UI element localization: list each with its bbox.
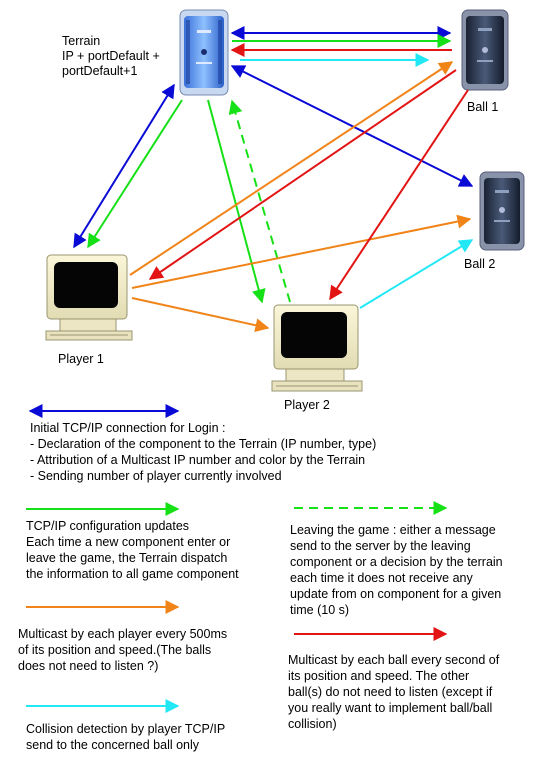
legend-ball-multicast-line: you really want to implement ball/ball [288,701,493,715]
terrain-tower-icon [179,9,229,96]
arrow-red-ball1-player1 [148,69,457,280]
arrow-red-ball1-player2 [329,89,469,301]
terrain-label: Terrain IP + portDefault + portDefault+1 [62,34,160,79]
player2-label: Player 2 [284,398,330,412]
ball2-label: Ball 2 [464,257,496,271]
legend-leaving-line: Leaving the game : either a message [290,523,496,537]
legend-config-line: leave the game, the Terrain dispatch [26,551,228,565]
ball1-tower-icon [461,9,509,91]
arrow-blue-terrain-player1 [73,83,175,249]
arrow-green-terrain-player2 [207,99,266,304]
legend-login-line: - Sending number of player currently inv… [30,469,282,483]
legend-ball-multicast-text: Multicast by each ball every second of i… [288,652,499,732]
arrow-orange-player1-ball1 [129,61,454,276]
arrow-green-dashed-player2-terrain [228,99,291,303]
ball1-label: Ball 1 [467,100,499,114]
legend-leaving-line: send to the server by the leaving [290,539,471,553]
arrow-cyan-player2-ball2 [359,239,474,309]
legend-ball-multicast-line: ball(s) do not need to listen (except if [288,685,493,699]
legend-player-multicast-line: of its position and speed.(The balls [18,643,212,657]
legend-ball-multicast-line: Multicast by each ball every second of [288,653,500,667]
player1-label: Player 1 [58,352,104,366]
legend-collision-line: Collision detection by player TCP/IP [26,722,226,736]
arrow-green-terrain-player1 [87,99,183,249]
legend-leaving-line: update from on component for a given [290,587,502,601]
legend-ball-multicast-line: its position and speed. The other [288,669,470,683]
arrow-blue-terrain-ball2 [230,65,474,187]
legend-leaving-line: each time it does not receive any [290,571,473,585]
legend-player-multicast-text: Multicast by each player every 500ms of … [18,626,227,674]
legend-leaving-line: time (10 s) [290,603,350,617]
legend-login-title: Initial TCP/IP connection for Login : [30,421,226,435]
legend-login-line: - Declaration of the component to the Te… [30,437,377,451]
player1-monitor-icon [45,254,133,341]
arrow-orange-player1-player2 [131,297,270,333]
legend-leaving-text: Leaving the game : either a message send… [290,522,503,618]
terrain-label-line: portDefault+1 [62,64,138,78]
terrain-label-line: IP + portDefault + [62,49,160,63]
legend-player-multicast-line: Multicast by each player every 500ms [18,627,228,641]
legend-config-line: the information to all game component [26,567,239,581]
legend-login-line: - Attribution of a Multicast IP number a… [30,453,366,467]
legend-collision-line: send to the concerned ball only [26,738,200,752]
legend-config-line: Each time a new component enter or [26,535,231,549]
arrow-orange-player1-ball2 [131,214,472,289]
terrain-label-line: Terrain [62,34,101,48]
legend-collision-text: Collision detection by player TCP/IP sen… [26,721,225,753]
legend-login-text: Initial TCP/IP connection for Login : - … [30,420,376,484]
legend-leaving-line: component or a decision by the terrain [290,555,503,569]
legend-ball-multicast-line: collision) [288,717,337,731]
ball2-tower-icon [479,171,525,251]
player2-monitor-icon [271,304,363,392]
legend-player-multicast-line: does not need to listen ?) [18,659,159,673]
legend-config-line: TCP/IP configuration updates [26,519,190,533]
legend-config-text: TCP/IP configuration updates Each time a… [26,518,239,582]
